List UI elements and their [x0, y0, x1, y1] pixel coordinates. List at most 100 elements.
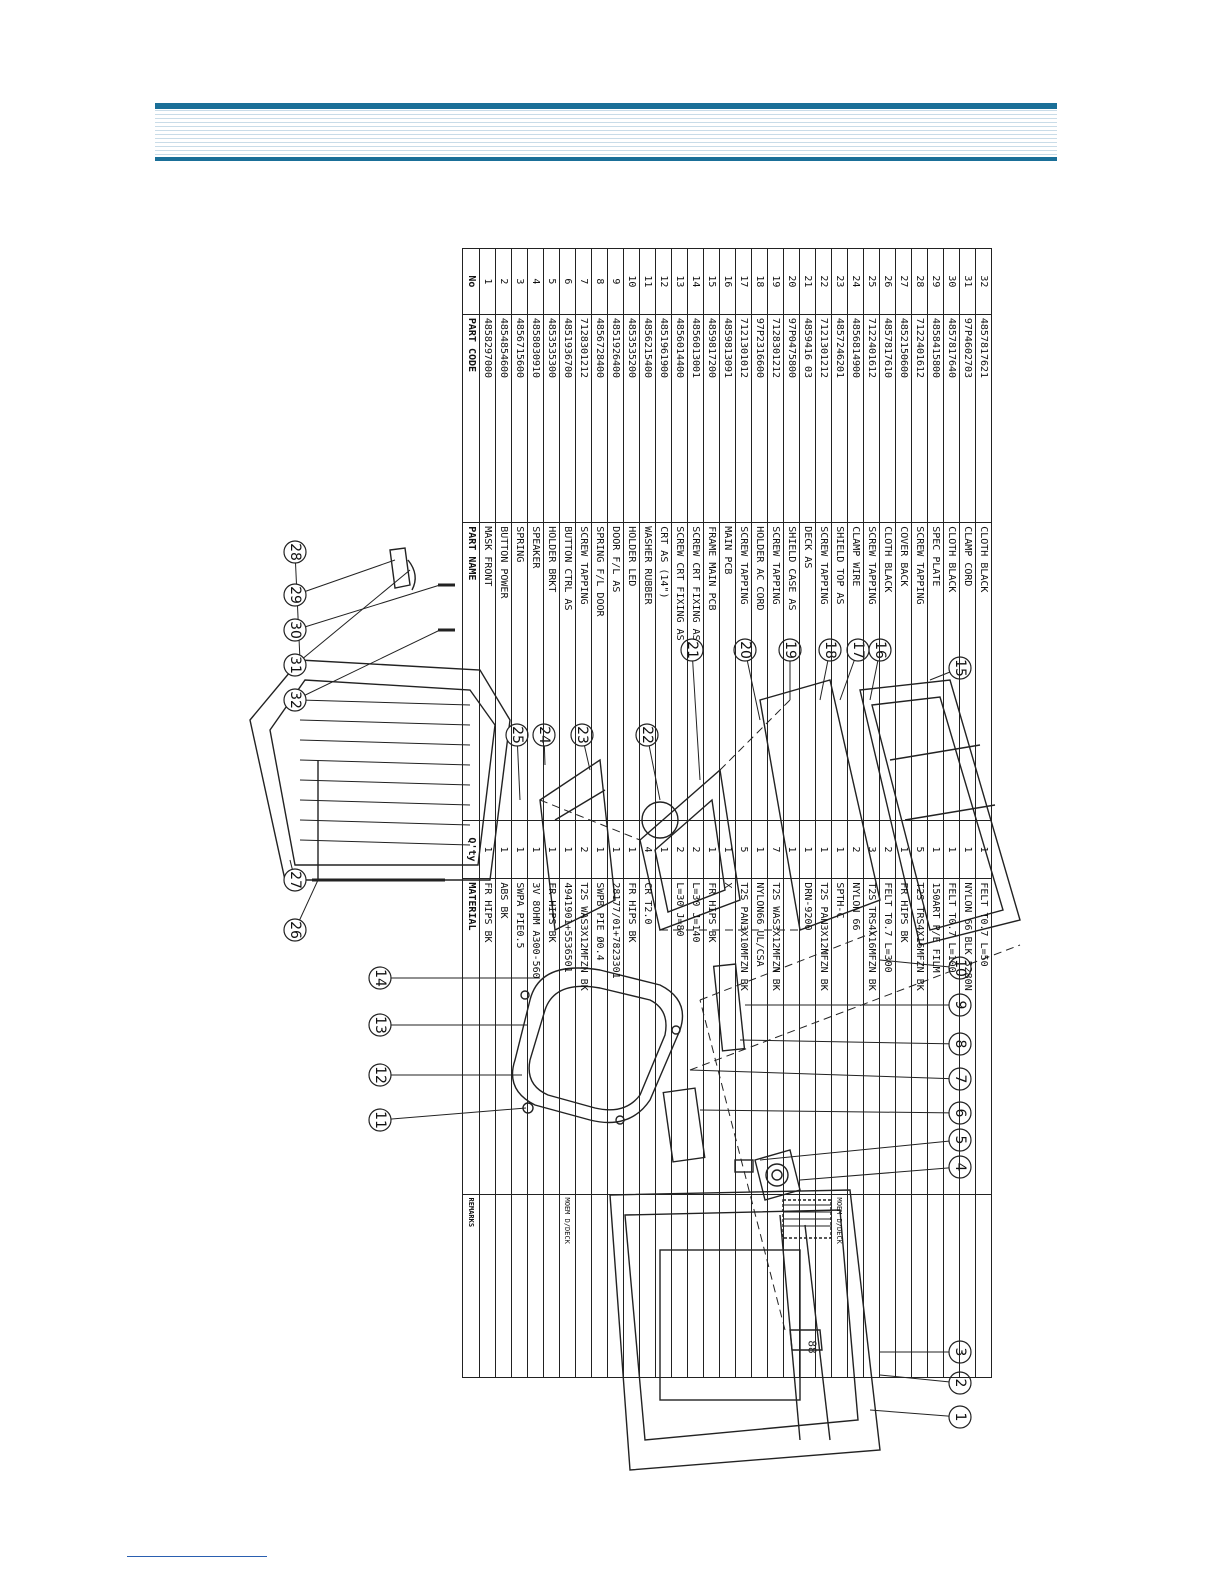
table-cell-name: SPRING: [511, 522, 528, 821]
table-cell-qty: 1: [495, 820, 512, 879]
table-cell-remarks: [479, 1194, 496, 1378]
callout-2: 2: [952, 1379, 968, 1388]
table-cell-name: DOOR F/L AS: [607, 522, 624, 821]
table-cell-remarks: [863, 1194, 880, 1378]
table-cell-no: 28: [911, 248, 928, 315]
table-cell-code: 4851926400: [607, 314, 624, 523]
table-cell-remarks: [687, 1194, 704, 1378]
table-cell-no: 6: [559, 248, 576, 315]
table-cell-qty: 1: [703, 820, 720, 879]
table-cell-remarks: MOEM D/DECK: [831, 1194, 848, 1378]
table-cell-qty: 1: [751, 820, 768, 879]
callout-7: 7: [952, 1075, 968, 1084]
table-cell-material: FR HIPS BK: [479, 878, 496, 1195]
table-cell-name: SCREW TAPPING: [575, 522, 592, 821]
speaker-drawing: [734, 1149, 801, 1201]
callout-28: 28: [287, 543, 303, 561]
table-cell-no: 15: [703, 248, 720, 315]
table-cell-name: CRT AS (14"): [655, 522, 672, 821]
callout-19: 19: [782, 641, 798, 659]
table-cell-qty: 1: [959, 820, 976, 879]
table-cell-material: 28177/01+7823301: [607, 878, 624, 1195]
table-cell-no: 23: [831, 248, 848, 315]
table-cell-name: BUTTON CTRL AS: [559, 522, 576, 821]
table-cell-material: T2S WAS3X12MFZN BK: [575, 878, 592, 1195]
table-cell-no: 8: [591, 248, 608, 315]
table-cell-no: 29: [927, 248, 944, 315]
table-cell-code: 7128301212: [575, 314, 592, 523]
table-cell-material: DRN-9200: [799, 878, 816, 1195]
table-cell-no: 24: [847, 248, 864, 315]
frame-main-pcb-drawing: [859, 679, 1021, 946]
table-cell-qty: 1: [719, 820, 736, 879]
callout-30: 30: [287, 621, 303, 639]
table-cell-material: T2S WAS3X12MFZN BK: [767, 878, 784, 1195]
table-cell-qty: 1: [831, 820, 848, 879]
table-cell-qty: 1: [975, 820, 992, 879]
table-cell-material: FELT T0.7 L=300: [879, 878, 896, 1195]
table-cell-remarks: [495, 1194, 512, 1378]
table-cell-name: SPRING F/L DOOR: [591, 522, 608, 821]
table-cell-no: 17: [735, 248, 752, 315]
table-cell-name: SCREW CRT FIXING AS: [687, 522, 704, 821]
table-header-code: PART CODE: [462, 314, 480, 523]
table-cell-qty: 1: [527, 820, 544, 879]
table-cell-code: 4856215400: [639, 314, 656, 523]
table-cell-material: X: [719, 878, 736, 1195]
table-cell-no: 21: [799, 248, 816, 315]
callout-12: 12: [372, 1066, 388, 1084]
callout-29: 29: [287, 586, 303, 604]
table-cell-name: BUTTON POWER: [495, 522, 512, 821]
table-cell-remarks: [671, 1194, 688, 1378]
table-cell-name: HOLDER AC CORD: [751, 522, 768, 821]
table-cell-no: 2: [495, 248, 512, 315]
table-cell-no: 26: [879, 248, 896, 315]
table-cell-code: 97P4602703: [959, 314, 976, 523]
table-cell-qty: 2: [879, 820, 896, 879]
table-cell-qty: 1: [543, 820, 560, 879]
table-cell-code: 4858415800: [927, 314, 944, 523]
table-cell-code: 4852150600: [895, 314, 912, 523]
shield-top-drawing: [539, 758, 616, 932]
callout-31: 31: [287, 656, 303, 674]
table-cell-material: FR HIPS BK: [703, 878, 720, 1195]
table-cell-remarks: [959, 1194, 976, 1378]
table-cell-code: 4859817200: [703, 314, 720, 523]
table-cell-qty: 4: [639, 820, 656, 879]
table-cell-no: 3: [511, 248, 528, 315]
table-header-no: No: [462, 248, 480, 315]
table-cell-remarks: [815, 1194, 832, 1378]
table-cell-no: 7: [575, 248, 592, 315]
callout-5: 5: [952, 1136, 968, 1145]
table-cell-qty: 1: [943, 820, 960, 879]
table-cell-name: FRAME MAIN PCB: [703, 522, 720, 821]
table-cell-remarks: [607, 1194, 624, 1378]
table-cell-code: 4856814900: [847, 314, 864, 523]
front-display-digits: 88: [806, 1340, 819, 1353]
crt-drawing: [511, 967, 684, 1125]
table-cell-remarks: [943, 1194, 960, 1378]
table-cell-material: CR T2.0: [639, 878, 656, 1195]
table-cell-remarks: [895, 1194, 912, 1378]
table-cell-name: CLOTH BLACK: [975, 522, 992, 821]
table-cell-name: SCREW TAPPING: [735, 522, 752, 821]
main-pcb-drawing: [759, 679, 881, 931]
table-cell-remarks: [655, 1194, 672, 1378]
table-cell-code: 4859416 03: [799, 314, 816, 523]
table-cell-name: SCREW CRT FIXING AS: [671, 522, 688, 821]
table-cell-code: 4851961900: [655, 314, 672, 523]
table-cell-code: 7122401612: [863, 314, 880, 523]
table-cell-remarks: [847, 1194, 864, 1378]
table-cell-material: L=30 J=140: [687, 878, 704, 1195]
header-band: [155, 103, 1057, 161]
table-cell-code: 4856728400: [591, 314, 608, 523]
